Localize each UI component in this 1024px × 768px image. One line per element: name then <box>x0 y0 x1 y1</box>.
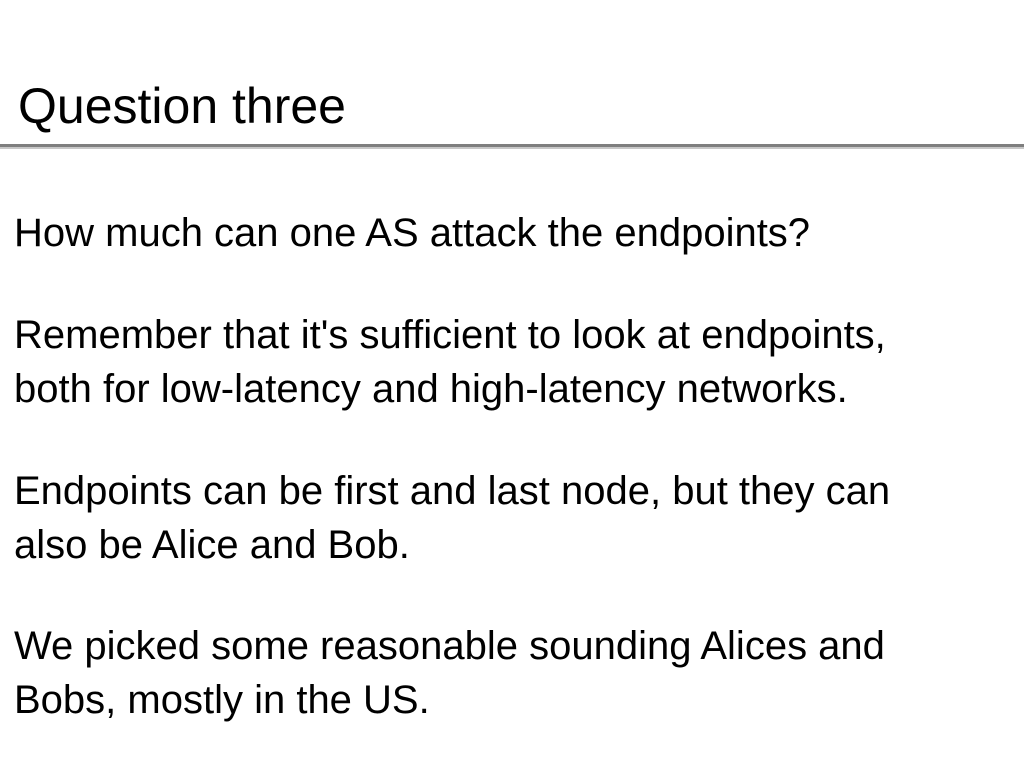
title-divider-shadow <box>0 147 1024 149</box>
paragraph-2: Remember that it's sufficient to look at… <box>14 308 1014 416</box>
paragraph-4-line-2: Bobs, mostly in the US. <box>14 678 430 722</box>
title-divider <box>0 144 1024 147</box>
paragraph-4-line-1: We picked some reasonable sounding Alice… <box>14 624 885 668</box>
paragraph-1-line-1: How much can one AS attack the endpoints… <box>14 211 811 255</box>
paragraph-3-line-2: also be Alice and Bob. <box>14 523 410 567</box>
paragraph-1: How much can one AS attack the endpoints… <box>14 206 1014 260</box>
paragraph-2-line-1: Remember that it's sufficient to look at… <box>14 313 886 357</box>
paragraph-3-line-1: Endpoints can be first and last node, bu… <box>14 469 891 513</box>
paragraph-3: Endpoints can be first and last node, bu… <box>14 464 1014 572</box>
paragraph-2-line-2: both for low-latency and high-latency ne… <box>14 367 848 411</box>
slide-title: Question three <box>18 78 346 134</box>
paragraph-4: We picked some reasonable sounding Alice… <box>14 619 1014 727</box>
